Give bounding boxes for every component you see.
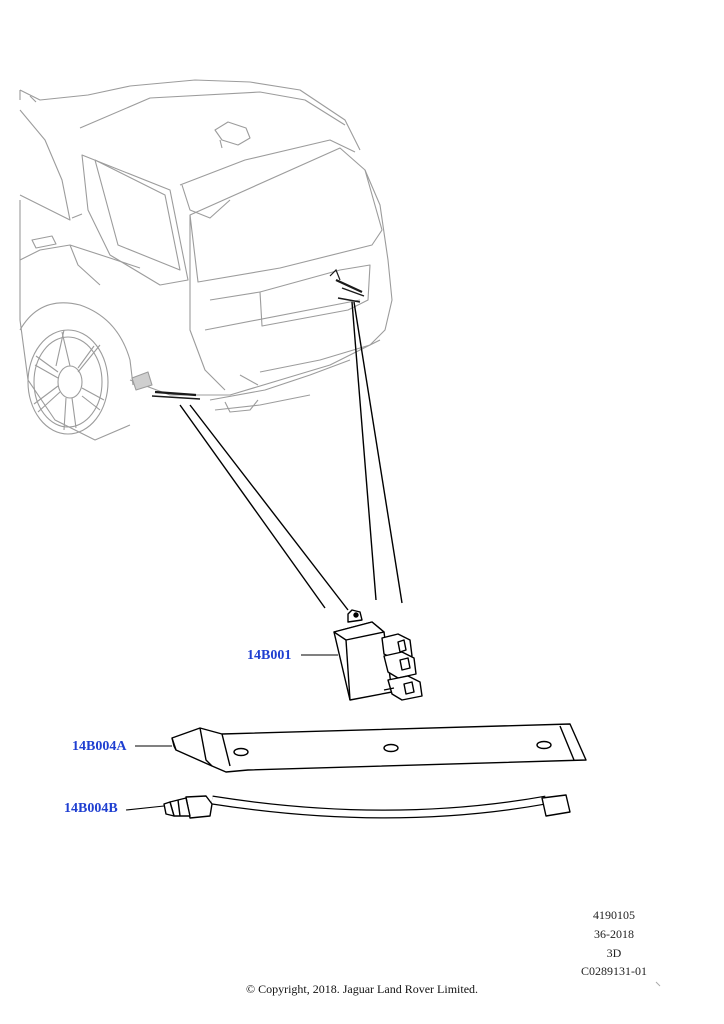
callout-14b001[interactable]: 14B001 [247,648,292,663]
control-module-part [333,609,423,701]
illustration-code: C0289131-01 [581,964,647,978]
corner-mark [655,981,661,987]
illustration-date: 36-2018 [594,927,634,941]
copyright-notice: © Copyright, 2018. Jaguar Land Rover Lim… [245,982,479,996]
callout-14b004a[interactable]: 14B004A [72,739,127,754]
bumper-sensor-mounts [151,268,365,400]
callout-14b004b[interactable]: 14B004B [64,801,118,816]
vehicle-outline [19,79,393,441]
wiring-harness-part [163,794,571,819]
mounting-bracket-part [171,723,587,773]
leader-lines [125,301,403,811]
illustration-id: 4190105 [593,908,635,922]
illustration-view: 3D [606,946,622,960]
